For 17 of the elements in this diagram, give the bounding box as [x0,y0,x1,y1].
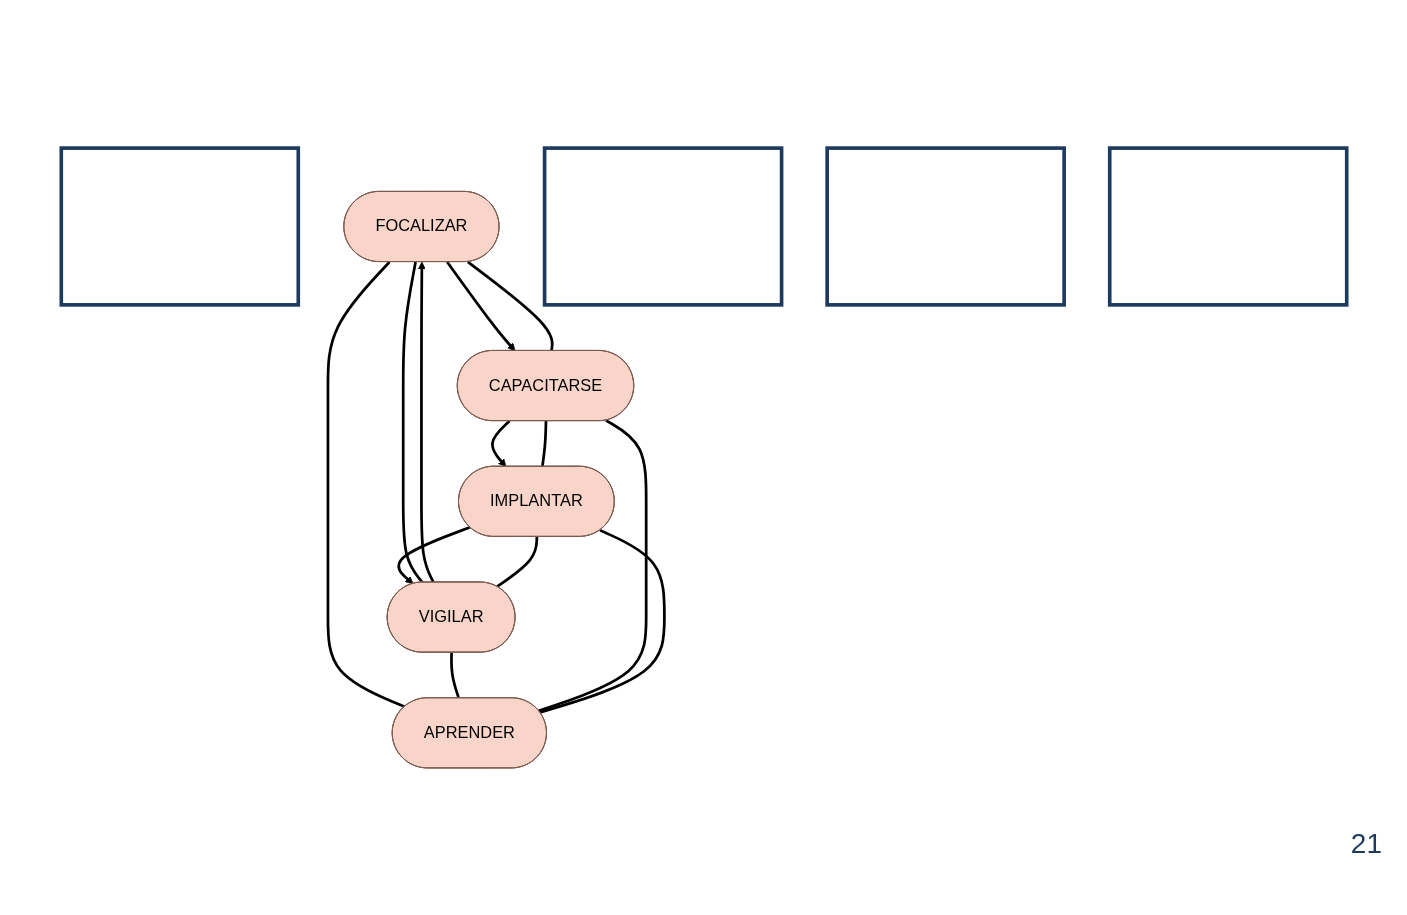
node-box [58,145,300,307]
connector [326,260,405,708]
connector [537,418,648,712]
arrow [490,419,510,467]
connector [449,652,460,699]
arrow [396,525,470,584]
connector [401,261,424,583]
arrow [445,260,515,351]
arrow [417,261,435,583]
node-box [1107,145,1349,307]
connector [539,528,666,714]
node-box [824,145,1066,307]
page-number: 21 [1350,828,1382,860]
connector [540,420,547,467]
node-box [542,145,783,307]
connector [466,260,554,351]
connector [495,536,538,588]
